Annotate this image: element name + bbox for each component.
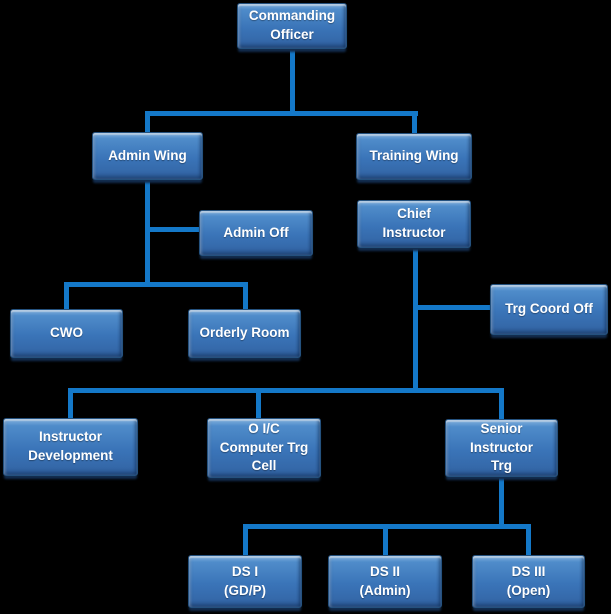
node-senior-instructor-trg-label: Senior Instructor Trg xyxy=(469,420,533,474)
connector-orderly-drop xyxy=(243,282,248,310)
node-trg-coord-off-label: Trg Coord Off xyxy=(505,301,593,317)
connector-instructor-dev-drop xyxy=(68,388,73,419)
node-ds-i-label: DS I (GD/P) xyxy=(224,563,266,598)
connector-oic-drop xyxy=(256,388,261,419)
node-ds-i: DS I (GD/P) xyxy=(188,555,302,608)
node-commanding-officer-label: Commanding Officer xyxy=(248,8,336,42)
node-ds-ii: DS II (Admin) xyxy=(328,555,442,608)
connector-training-wing-drop xyxy=(412,111,417,134)
node-admin-off: Admin Off xyxy=(199,210,313,256)
node-instructor-development: Instructor Development xyxy=(3,418,138,476)
node-commanding-officer: Commanding Officer xyxy=(237,3,347,49)
node-ds-iii-label: DS III (Open) xyxy=(506,563,551,598)
connector-senior-instructor-down xyxy=(499,477,504,528)
connector-cwo-drop xyxy=(64,282,69,310)
connector-admin-wing-drop xyxy=(145,111,150,133)
connector-co-down xyxy=(290,49,295,115)
connector-level1-horizontal xyxy=(145,111,418,116)
connector-ds1-drop xyxy=(243,524,248,556)
connector-level3-horizontal xyxy=(68,388,504,393)
node-cwo: CWO xyxy=(10,309,123,358)
node-training-wing: Training Wing xyxy=(356,133,472,180)
connector-admin-wing-down xyxy=(145,179,150,287)
node-instructor-development-label: Instructor Development xyxy=(28,429,113,463)
node-orderly-room-label: Orderly Room xyxy=(199,325,290,341)
node-admin-off-label: Admin Off xyxy=(223,224,289,240)
connector-cwo-orderly-horizontal xyxy=(64,282,248,287)
connector-ds2-drop xyxy=(383,524,388,556)
node-oic-computer-trg-cell: O I/C Computer Trg Cell xyxy=(207,418,321,478)
node-chief-instructor-label: Chief Instructor xyxy=(382,206,446,240)
connector-admin-off-branch xyxy=(145,227,200,232)
node-chief-instructor: Chief Instructor xyxy=(357,200,471,248)
node-senior-instructor-trg: Senior Instructor Trg xyxy=(445,419,558,477)
node-oic-computer-trg-cell-label: O I/C Computer Trg Cell xyxy=(219,420,309,474)
node-trg-coord-off: Trg Coord Off xyxy=(490,284,608,335)
node-admin-wing: Admin Wing xyxy=(92,132,203,180)
connector-senior-instructor-drop xyxy=(499,388,504,420)
node-training-wing-label: Training Wing xyxy=(369,148,459,164)
node-ds-iii: DS III (Open) xyxy=(472,555,585,608)
node-orderly-room: Orderly Room xyxy=(188,309,301,358)
node-admin-wing-label: Admin Wing xyxy=(108,147,187,163)
connector-ds3-drop xyxy=(526,524,531,556)
node-cwo-label: CWO xyxy=(50,325,83,341)
connector-chief-instructor-down xyxy=(413,248,418,392)
node-ds-ii-label: DS II (Admin) xyxy=(359,563,411,598)
connector-trg-coord-branch xyxy=(413,305,490,310)
